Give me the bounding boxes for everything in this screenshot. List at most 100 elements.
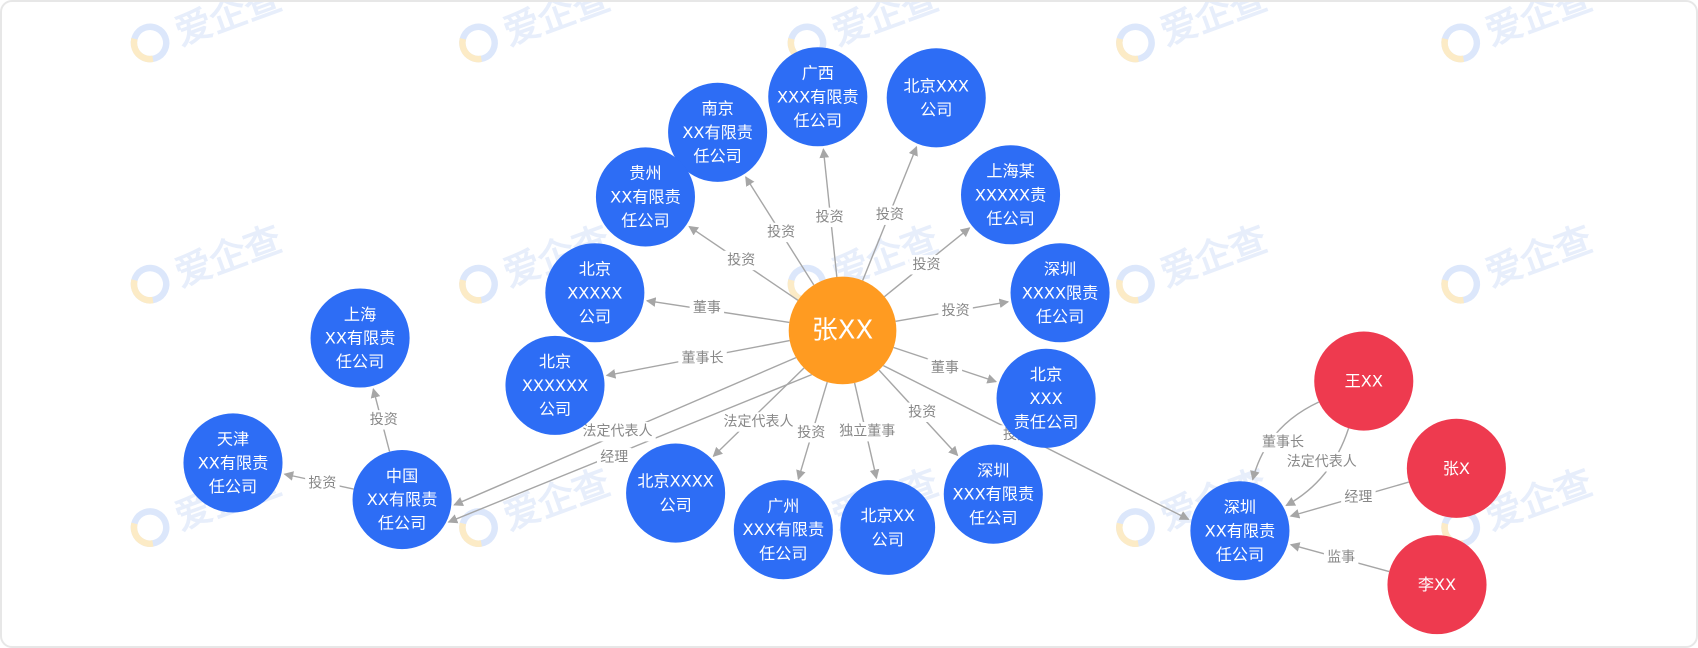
node-label: 公司 — [872, 530, 904, 549]
node-label: 李XX — [1418, 575, 1456, 594]
relation-label: 投资 — [938, 301, 973, 321]
person-node-circle[interactable] — [1314, 331, 1414, 431]
watermark-text: 爱企查 — [169, 217, 287, 295]
relation-label-bg — [1283, 452, 1360, 472]
company-node-circle[interactable] — [545, 243, 645, 343]
person-node-circle[interactable] — [1406, 418, 1506, 518]
company-node-circle[interactable] — [886, 48, 986, 148]
relation-label: 董事 — [689, 298, 725, 318]
company-node-circle[interactable] — [996, 348, 1096, 448]
company-node-circle[interactable] — [595, 147, 695, 247]
watermark-logo-accent-icon — [130, 508, 170, 547]
watermark-logo: 爱企查 — [130, 217, 287, 304]
node-label: 上海某 — [986, 162, 1034, 181]
node-label: 任公司 — [336, 352, 384, 371]
person-node[interactable]: 王XX — [1314, 331, 1414, 431]
relation-label-bg — [905, 402, 940, 422]
relation-label-text: 董事 — [931, 360, 959, 376]
relation-label: 投资 — [366, 410, 401, 430]
relation-label-bg — [909, 255, 944, 275]
person-node[interactable]: 李XX — [1387, 535, 1487, 635]
company-node[interactable]: 北京XX 公司 — [840, 480, 936, 575]
company-node-circle[interactable] — [183, 413, 283, 513]
node-label: 任公司 — [209, 477, 257, 496]
relation-label-bg — [938, 301, 973, 321]
watermark-logo: 爱企查 — [459, 2, 616, 63]
watermark-text: 爱企查 — [1480, 217, 1598, 295]
company-node-circle[interactable] — [505, 335, 605, 435]
node-label: 任公司 — [693, 147, 741, 166]
node-label: 北京XXX — [903, 77, 968, 96]
node-label: 任公司 — [794, 111, 842, 130]
watermark-logo-accent-icon — [130, 23, 170, 63]
relation-label-text: 投资 — [876, 207, 904, 223]
node-label: XX有限责 — [198, 453, 269, 472]
relation-label: 法定代表人 — [720, 412, 797, 432]
node-label: 天津 — [217, 430, 249, 449]
node-label: 上海 — [344, 305, 376, 324]
watermark-logo: 爱企查 — [1116, 2, 1273, 63]
relation-label-text: 经理 — [1344, 489, 1372, 505]
node-label: 北京XX — [861, 506, 915, 525]
company-node-circle[interactable] — [768, 47, 868, 147]
node-layer[interactable]: 张XX广西XXX有限责任公司北京XXX公司南京XX有限责任公司上海某XXXXX责… — [183, 47, 1506, 635]
relation-label-bg — [1341, 487, 1376, 508]
center-person-node-circle[interactable] — [788, 276, 897, 385]
node-label: 任公司 — [1216, 545, 1264, 564]
edge-label-layer: 投资投资投资投资投资董事投资董事长董事投资投资法定代表人经理法定代表人投资独立董… — [305, 205, 1376, 568]
node-label: 中国 — [386, 466, 418, 485]
relation-label-bg — [678, 348, 727, 369]
person-node[interactable]: 张X — [1406, 418, 1506, 518]
watermark-text: 爱企查 — [826, 2, 944, 54]
relation-label-text: 法定代表人 — [582, 424, 652, 440]
watermark-logo-accent-icon — [459, 23, 498, 63]
node-label: 北京XXXX — [637, 472, 714, 491]
company-node-circle[interactable] — [943, 444, 1043, 544]
person-node-circle[interactable] — [1387, 535, 1487, 635]
relation-label: 投资 — [724, 250, 759, 271]
company-node-circle[interactable] — [733, 480, 833, 580]
company-node-circle[interactable] — [310, 288, 410, 388]
company-node-circle[interactable] — [840, 480, 936, 575]
company-node-circle[interactable] — [626, 443, 726, 543]
node-label: 张XX — [812, 315, 873, 345]
relation-label-text: 投资 — [816, 209, 844, 225]
node-label: 南京 — [701, 99, 733, 118]
company-node-circle[interactable] — [1010, 243, 1110, 343]
relation-label-text: 投资 — [727, 252, 755, 268]
node-label: XX有限责 — [325, 329, 396, 348]
company-node-circle[interactable] — [352, 450, 452, 550]
watermark-logo: 爱企查 — [130, 2, 287, 63]
relation-label-text: 投资 — [908, 404, 936, 420]
watermark-logo: 爱企查 — [1441, 2, 1598, 63]
node-label: 任公司 — [1036, 307, 1084, 326]
center-person-node[interactable]: 张XX — [788, 276, 897, 385]
company-node-circle[interactable] — [668, 82, 768, 182]
relation-label-bg — [366, 410, 401, 430]
node-label: 北京 — [1030, 365, 1062, 384]
watermark-logo-accent-icon — [459, 264, 498, 304]
node-label: 任公司 — [986, 209, 1034, 228]
relation-label-bg — [579, 422, 656, 442]
company-node-circle[interactable] — [961, 145, 1061, 245]
company-node-circle[interactable] — [1190, 481, 1290, 581]
relation-label: 投资 — [872, 205, 908, 225]
